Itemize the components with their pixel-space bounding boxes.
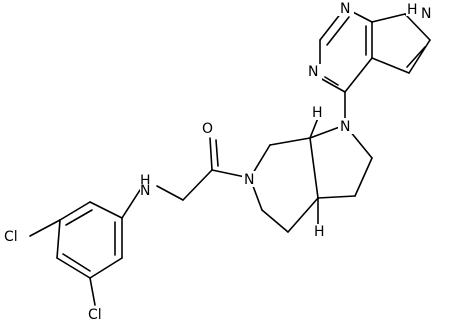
- bond: [65, 209, 93, 226]
- atom-nh-pyrrole-h: H: [407, 2, 418, 18]
- atom-cl-bottom: Cl: [88, 307, 102, 323]
- bond: [215, 139, 219, 167]
- bond: [89, 257, 123, 279]
- atom-bg: [312, 224, 326, 240]
- bond: [324, 76, 339, 86]
- bond: [56, 219, 61, 259]
- bond: [354, 157, 373, 197]
- atom-n-piperidine: N: [244, 172, 254, 188]
- bond: [406, 46, 426, 68]
- bond: [309, 117, 319, 139]
- bond: [56, 257, 91, 279]
- bond: [269, 137, 311, 146]
- atom-bg: [242, 171, 258, 187]
- bond: [287, 197, 319, 233]
- bond: [326, 16, 350, 46]
- bond: [319, 77, 346, 93]
- bond: [62, 253, 91, 272]
- bond: [408, 39, 431, 74]
- atom-bg: [406, 2, 420, 16]
- bond: [89, 201, 123, 219]
- bond: [309, 137, 319, 199]
- atom-bg: [306, 64, 322, 80]
- bond: [156, 185, 184, 201]
- atom-bg: [140, 184, 154, 200]
- bond: [371, 57, 410, 74]
- atom-nh-amine-n: N: [140, 183, 150, 199]
- atom-h-stereo-bottom: H: [314, 224, 325, 240]
- bond: [29, 219, 61, 237]
- atom-o-carbonyl: O: [202, 121, 213, 137]
- atom-nh-pyrrole-n: N: [421, 6, 431, 22]
- atom-n-pyrimidine-left: N: [308, 64, 318, 80]
- bond: [317, 195, 356, 199]
- atom-bg: [200, 120, 216, 136]
- bond: [344, 57, 373, 93]
- atom-n-pyrimidine-top: N: [340, 1, 350, 17]
- atom-cl-left: Cl: [4, 229, 18, 245]
- bond: [209, 137, 213, 171]
- bond: [404, 13, 431, 41]
- atom-bg: [310, 104, 324, 120]
- atom-n-pyrrolidine: N: [340, 119, 350, 135]
- bond: [121, 189, 141, 219]
- atom-bg: [338, 118, 354, 134]
- atom-bg: [86, 306, 110, 322]
- bond: [371, 13, 406, 23]
- atom-h-stereo-top: H: [312, 105, 323, 121]
- atom-bg: [420, 5, 434, 21]
- bond: [59, 201, 91, 221]
- bond: [261, 209, 289, 233]
- atom-bg: [4, 228, 28, 244]
- bond: [182, 169, 213, 201]
- atom-nh-amine-h: H: [140, 173, 151, 189]
- atom-bg: [338, 0, 354, 16]
- bond: [89, 277, 96, 306]
